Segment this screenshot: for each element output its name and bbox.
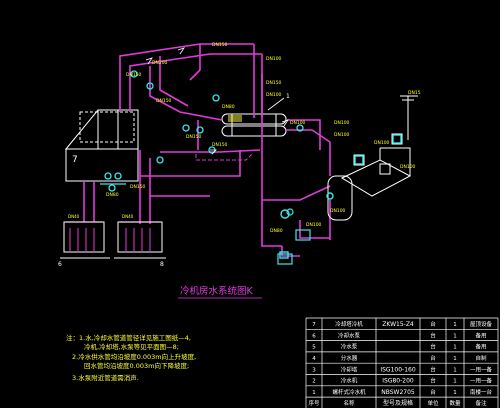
table-cell: 冷却塔冷机	[335, 320, 363, 328]
flow-arrows	[145, 47, 289, 155]
note-line-5: 3.水泵附近管道需消声.	[72, 373, 139, 382]
table-cell: 2	[312, 379, 316, 385]
table-cell: 台	[430, 365, 436, 373]
table-cell: 冷水泵	[341, 343, 358, 351]
table-header-cell: 数量	[449, 399, 461, 407]
table-cell: 1	[453, 390, 457, 396]
table-cell: 1	[312, 390, 316, 396]
table-cell: 备用	[475, 331, 486, 339]
table-cell: 1	[453, 356, 457, 362]
table-cell: 南楼一台	[470, 388, 493, 396]
table-cell: 3	[312, 367, 316, 373]
pump-skid	[327, 133, 412, 221]
svg-text:DN15: DN15	[408, 90, 421, 96]
note-line-2: 冷机,冷却塔,水泵等见平面图—8;	[84, 342, 179, 351]
svg-text:DN40: DN40	[122, 214, 134, 219]
table-cell: 一用一备	[470, 377, 493, 385]
table-cell: 1	[453, 333, 457, 339]
lower-pumps	[277, 208, 311, 265]
leader-6-tag: 6	[58, 261, 62, 268]
table-header-cell: 型号及规格	[383, 399, 413, 407]
note-line-3: 2.冷水供水管均沿坡度0.003m向上升坡度,	[72, 352, 196, 361]
chiller-unit	[221, 113, 287, 137]
return-pipe	[195, 153, 253, 161]
svg-text:DN100: DN100	[306, 222, 322, 228]
notes: 注：1.水,冷却水管道管径详见施工图纸—4, 冷机,冷却塔,水泵等见平面图—8;…	[66, 333, 196, 382]
svg-text:DN150: DN150	[156, 98, 172, 104]
svg-text:DN150: DN150	[212, 42, 228, 48]
svg-text:DN100: DN100	[374, 140, 390, 146]
pipe-size-labels: DN150 DN200 DN150 DN100 DN150 DN100 DN80…	[106, 42, 421, 234]
leader-1-tag: 1	[286, 93, 290, 100]
table-cell: 台	[430, 331, 436, 339]
table-header-cell: 名称	[343, 399, 355, 407]
svg-text:DN100: DN100	[266, 56, 282, 62]
table-cell: 台	[430, 320, 436, 328]
table-cell: NBSW2705	[381, 389, 415, 396]
table-cell: 冷却水泵	[338, 331, 361, 339]
svg-text:DN100: DN100	[290, 120, 306, 126]
table-cell: 1	[453, 345, 457, 351]
table-cell: 台	[430, 388, 436, 396]
table-cell: 一用一备	[470, 365, 493, 373]
svg-text:DN80: DN80	[222, 104, 235, 110]
table-cell: 5	[312, 345, 316, 351]
svg-text:DN200: DN200	[152, 60, 168, 66]
svg-text:DN150: DN150	[126, 72, 142, 78]
table-cell: 1	[453, 322, 457, 328]
svg-text:DN100: DN100	[400, 164, 416, 170]
table-header-cell: 单位	[427, 399, 439, 407]
expansion-tank	[400, 95, 418, 140]
pump-valves	[279, 134, 402, 259]
table-cell: 6	[312, 333, 316, 339]
svg-text:DN100: DN100	[334, 120, 350, 126]
table-cell: 1	[453, 379, 457, 385]
svg-text:DN80: DN80	[270, 228, 283, 234]
pipe-network	[83, 43, 331, 257]
cooling-tower: 7	[64, 109, 139, 182]
table-cell: 冷却塔	[341, 365, 358, 373]
table-header-cell: 序号	[308, 399, 320, 407]
svg-text:DN150: DN150	[212, 142, 228, 148]
svg-text:DN150: DN150	[266, 80, 282, 86]
table-cell: 台	[430, 343, 436, 351]
leader-1	[267, 97, 285, 111]
svg-text:DN80: DN80	[106, 192, 119, 198]
table-header-cell: 备注	[475, 399, 487, 407]
svg-text:DN100: DN100	[330, 208, 346, 214]
table-cell: 屋顶设备	[470, 320, 493, 328]
table-cell: 4	[312, 356, 316, 362]
table-cell: 自制	[475, 354, 487, 362]
table-cell: 台	[430, 377, 436, 385]
table-cell: 1	[453, 367, 457, 373]
table-cell: 7	[312, 322, 316, 328]
svg-text:DN150: DN150	[130, 184, 146, 190]
table-cell: 冷水机	[341, 377, 358, 385]
svg-text:DN150: DN150	[186, 134, 202, 140]
table-cell: 螺杆式冷水机	[332, 388, 366, 396]
svg-text:DN40: DN40	[68, 214, 80, 219]
table-cell: 备用	[475, 343, 486, 351]
tower-tag: 7	[72, 155, 78, 165]
table-cell: 台	[430, 354, 436, 362]
table-cell: ISG80-200	[382, 378, 414, 385]
table-cell: ISG100-160	[380, 366, 415, 373]
note-line-1: 注：1.水,冷却水管道管径详见施工图纸—4,	[66, 333, 191, 342]
drain-drops: DN40 DN40 6 8	[58, 214, 166, 268]
svg-text:DN100: DN100	[266, 92, 282, 98]
table-cell: 分水器	[341, 354, 358, 362]
table-cell: ZKW15-Z4	[382, 321, 414, 328]
leader-8-tag: 8	[160, 261, 164, 268]
diagram-title: 冷机房水系统图K	[180, 285, 254, 297]
note-line-4: 回水管均沿坡度0.003m向下降坡度;	[84, 361, 189, 370]
svg-text:DN100: DN100	[334, 132, 350, 138]
